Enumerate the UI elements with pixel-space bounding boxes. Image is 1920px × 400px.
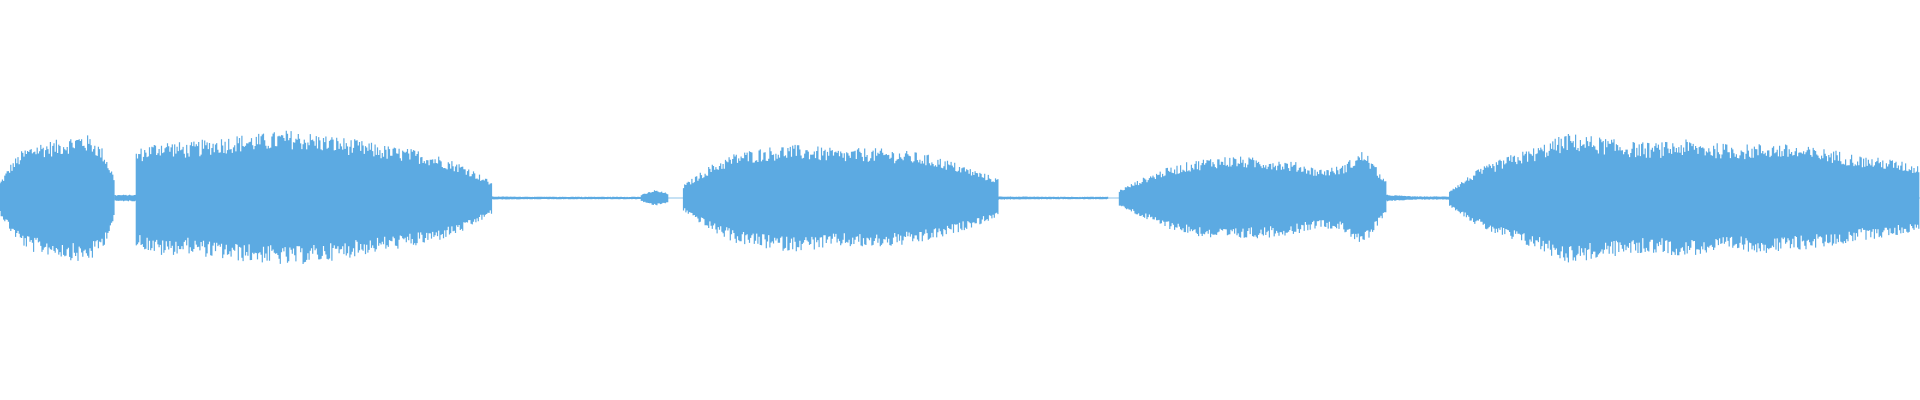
waveform-segment — [490, 196, 641, 200]
waveform-segment — [997, 196, 1109, 200]
waveform-segment — [1118, 152, 1387, 242]
waveform-segment — [1449, 134, 1920, 263]
waveform-segment — [135, 130, 493, 264]
waveform-bars — [0, 130, 1920, 264]
waveform-segment — [114, 194, 137, 202]
waveform-segment — [0, 135, 115, 261]
waveform-segment — [1385, 194, 1450, 202]
waveform-segment — [640, 190, 669, 206]
waveform-segment — [682, 144, 999, 252]
